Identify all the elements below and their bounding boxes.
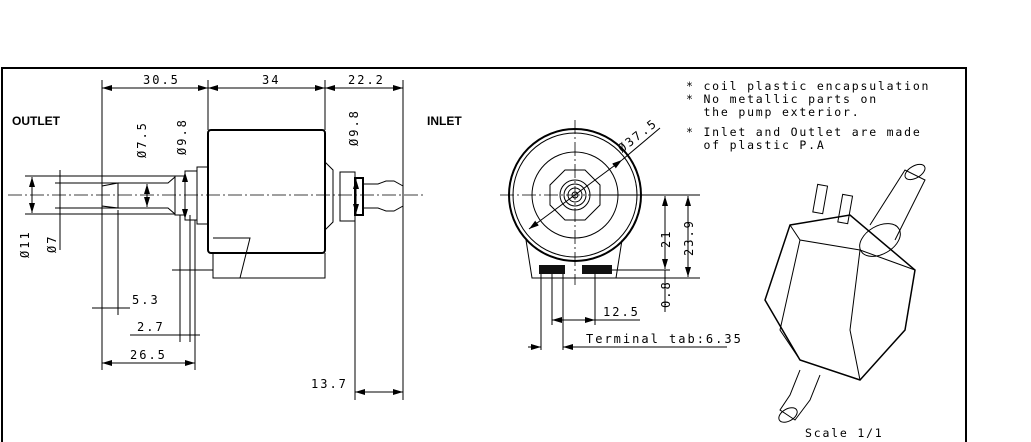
inlet-flange	[324, 161, 334, 231]
note-line: * coil plastic encapsulation	[686, 79, 930, 93]
dim-0-8: 0.8	[659, 280, 673, 308]
side-view: 30.5 34 22.2 Ø11 Ø7 Ø7.5 Ø9.8 Ø9.8 5.3 2…	[8, 73, 425, 400]
notes: * coil plastic encapsulation * No metall…	[686, 79, 930, 152]
note-line: the pump exterior.	[686, 105, 860, 119]
dim-26-5: 26.5	[130, 348, 167, 362]
outlet-barb-tip	[101, 182, 119, 209]
inlet-barb	[362, 180, 404, 212]
terminal-left	[539, 265, 565, 274]
dim-dia-7: Ø7	[45, 235, 59, 253]
dim-dia-37-5: Ø37.5	[615, 116, 660, 155]
scale-label: Scale 1/1	[805, 426, 884, 440]
dim-30-5: 30.5	[143, 73, 180, 87]
note-line: * No metallic parts on	[686, 92, 878, 106]
dim-5-3: 5.3	[132, 293, 160, 307]
outlet-nut	[184, 170, 198, 221]
dim-23-9: 23.9	[682, 219, 696, 256]
pump-base	[212, 253, 326, 279]
terminal-base	[525, 239, 623, 279]
dim-13-7: 13.7	[311, 377, 348, 391]
leader-lines	[59, 170, 200, 336]
extension-lines	[540, 194, 727, 350]
dim-21: 21	[659, 230, 673, 248]
extension-lines	[25, 80, 404, 400]
dim-terminal-tab: Terminal tab:6.35	[586, 332, 743, 346]
diameter-leader	[621, 127, 661, 161]
dim-dia-11: Ø11	[18, 230, 32, 258]
drawing-frame	[1, 67, 967, 442]
dim-2-7: 2.7	[137, 320, 165, 334]
outlet-label: OUTLET	[12, 114, 61, 128]
dimension-lines	[29, 85, 403, 395]
terminal-right	[582, 265, 612, 274]
pump-isometric-illustration	[764, 163, 926, 423]
inlet-nut	[339, 171, 356, 222]
terminal-bracket	[213, 237, 251, 279]
note-line: of plastic P.A	[686, 138, 826, 152]
dim-dia-9-8-outlet: Ø9.8	[175, 118, 189, 155]
dim-dia-9-8-inlet: Ø9.8	[347, 109, 361, 146]
dimension-lines	[528, 159, 691, 323]
dim-22-2: 22.2	[348, 73, 385, 87]
dim-dia-7-5: Ø7.5	[135, 121, 149, 158]
pump-body	[207, 129, 326, 254]
inlet-label: INLET	[427, 114, 462, 128]
dim-34: 34	[262, 73, 280, 87]
outlet-flange	[196, 166, 209, 225]
outlet-collar	[174, 175, 186, 216]
note-line: * Inlet and Outlet are made	[686, 125, 922, 139]
dim-12-5: 12.5	[603, 305, 640, 319]
